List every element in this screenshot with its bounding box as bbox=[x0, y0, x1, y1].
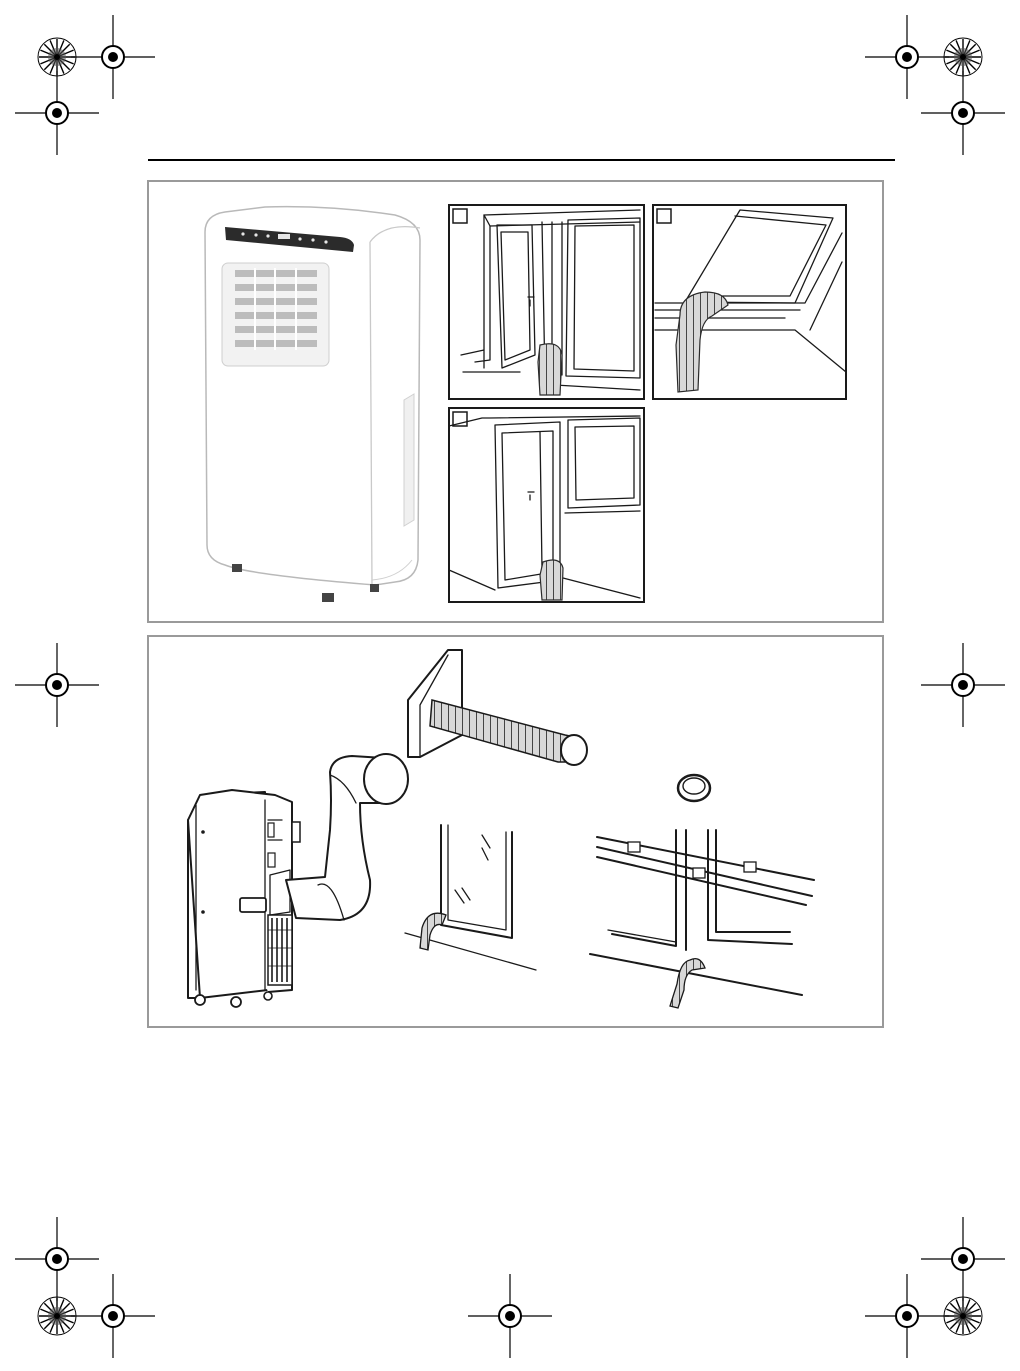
color-wheel-icon bbox=[944, 1297, 982, 1335]
sliding-window bbox=[590, 830, 814, 1008]
color-wheel-icon bbox=[38, 38, 76, 76]
registration-mark-icon bbox=[865, 1274, 949, 1358]
registration-mark-icon bbox=[921, 1217, 1005, 1301]
color-wheel-icon bbox=[944, 38, 982, 76]
installation-photo-c bbox=[449, 408, 644, 602]
unit-with-exhaust-hose bbox=[188, 754, 408, 1007]
registration-mark-icon bbox=[468, 1274, 552, 1358]
registration-mark-icon bbox=[865, 15, 949, 99]
registration-mark-icon bbox=[71, 15, 155, 99]
photo-corner-marker bbox=[453, 209, 467, 223]
photo-corner-marker bbox=[657, 209, 671, 223]
hose-adapter-ring bbox=[678, 775, 710, 801]
portable-air-conditioner bbox=[205, 207, 420, 602]
registration-mark-icon bbox=[15, 1217, 99, 1301]
color-wheel-icon bbox=[38, 1297, 76, 1335]
registration-mark-icon bbox=[15, 643, 99, 727]
installation-photo-b bbox=[653, 205, 846, 399]
installation-photo-a bbox=[449, 205, 644, 399]
registration-mark-icon bbox=[921, 643, 1005, 727]
wall-duct bbox=[408, 650, 587, 765]
registration-mark-icon bbox=[71, 1274, 155, 1358]
window-opening bbox=[405, 825, 536, 970]
registration-mark-icon bbox=[15, 71, 99, 155]
registration-mark-icon bbox=[921, 71, 1005, 155]
